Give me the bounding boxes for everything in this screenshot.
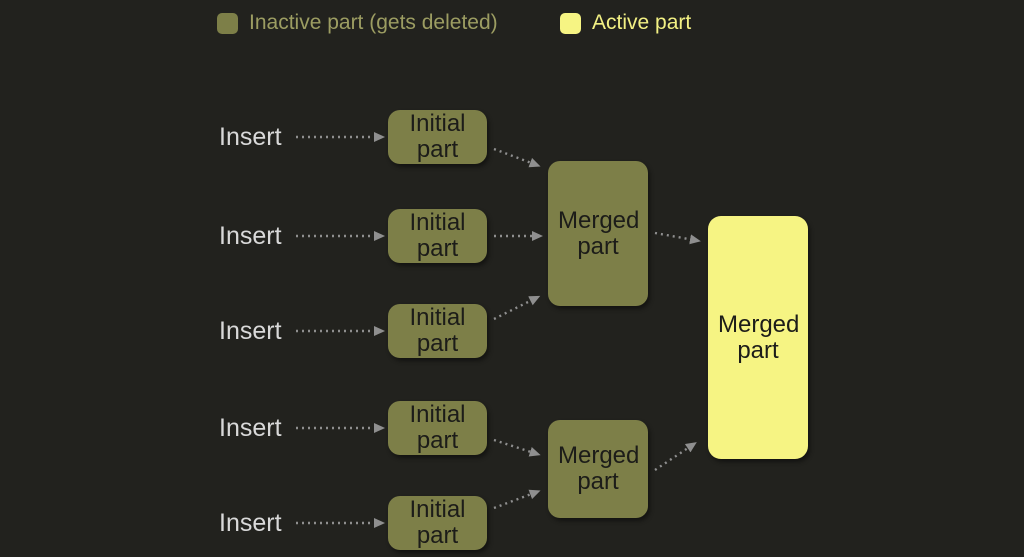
initial-part-label: Initial part bbox=[409, 209, 466, 262]
insert-label: Insert bbox=[219, 509, 282, 537]
merged-part-label: Merged part bbox=[558, 206, 640, 260]
initial-part-node: Initial part bbox=[388, 496, 487, 550]
dotted-arrow bbox=[654, 442, 697, 471]
active-part-swatch-icon bbox=[560, 12, 581, 34]
legend-label-active: Active part bbox=[592, 11, 692, 34]
final-merged-part-label: Merged part bbox=[718, 310, 800, 364]
dotted-arrow bbox=[493, 147, 541, 168]
dotted-arrow bbox=[493, 295, 541, 321]
legend-label-inactive: Inactive part (gets deleted) bbox=[249, 11, 498, 34]
insert-label: Insert bbox=[219, 414, 282, 442]
initial-part-label: Initial part bbox=[409, 401, 466, 454]
initial-part-node: Initial part bbox=[388, 401, 487, 455]
dotted-arrow bbox=[493, 438, 541, 457]
initial-part-label: Initial part bbox=[409, 496, 466, 549]
initial-part-node: Initial part bbox=[388, 304, 487, 358]
merged-part-node: Merged part bbox=[548, 161, 648, 306]
dotted-arrow bbox=[654, 231, 701, 245]
insert-label: Insert bbox=[219, 222, 282, 250]
legend-item-active: Active part bbox=[560, 10, 691, 36]
legend-item-inactive: Inactive part (gets deleted) bbox=[217, 10, 498, 36]
insert-label: Insert bbox=[219, 317, 282, 345]
dotted-arrow bbox=[493, 489, 541, 510]
merged-part-label: Merged part bbox=[558, 442, 640, 495]
inactive-part-swatch-icon bbox=[217, 12, 238, 34]
insert-label: Insert bbox=[219, 123, 282, 151]
merged-part-node: Merged part bbox=[548, 420, 648, 518]
final-merged-part-node: Merged part bbox=[708, 216, 808, 459]
initial-part-node: Initial part bbox=[388, 209, 487, 263]
initial-part-label: Initial part bbox=[409, 304, 466, 357]
initial-part-label: Initial part bbox=[409, 110, 466, 163]
initial-part-node: Initial part bbox=[388, 110, 487, 164]
